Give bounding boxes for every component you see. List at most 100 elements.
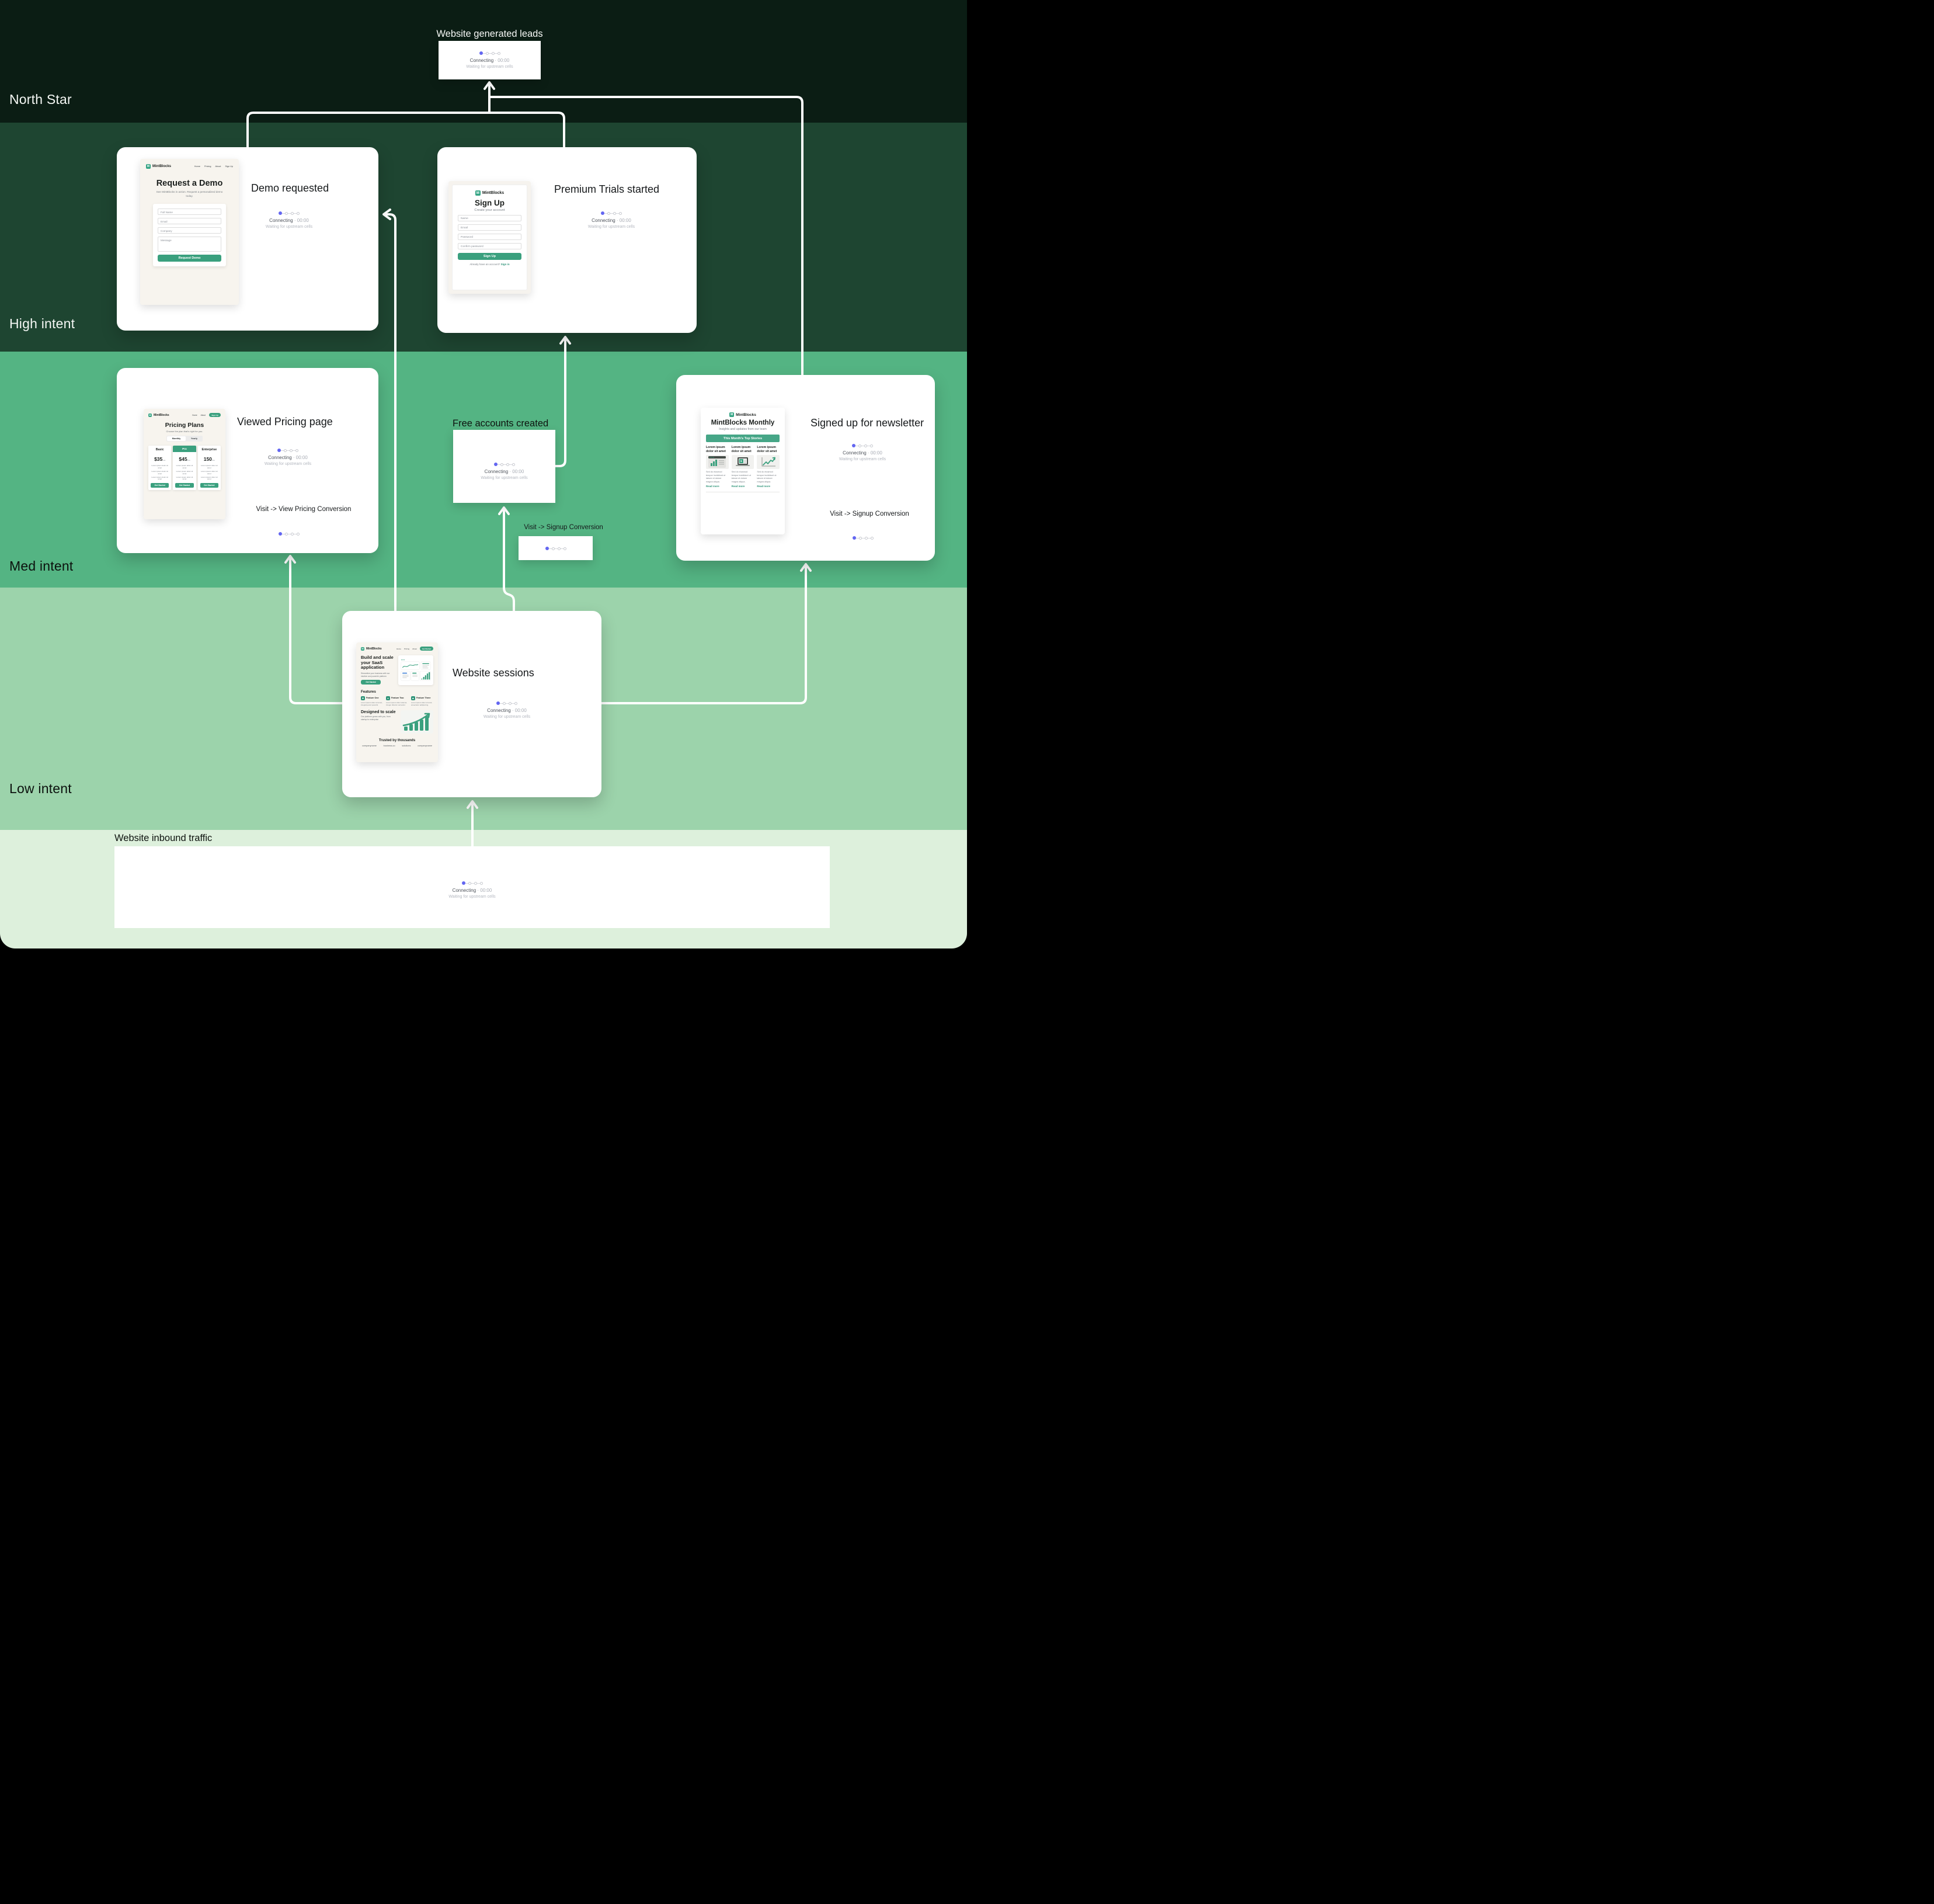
get-started-button[interactable]: Get Started (151, 483, 169, 488)
plan-feature: Lorem ipsum dolor sit amet (200, 475, 218, 481)
progress-dots (519, 536, 593, 550)
read-more-link[interactable]: Read more (706, 485, 719, 488)
nav-link-pricing[interactable]: Pricing (204, 165, 211, 168)
story-item: Lorem ipsum dolor sit amet Sed do eiusmo… (757, 446, 780, 488)
inbound-traffic-label: Website inbound traffic (114, 833, 213, 843)
hero-subheading: Streamline your business with our intuit… (361, 672, 390, 677)
newsletter-signup-card[interactable]: Signed up for newsletter Connecting · 00… (676, 375, 935, 561)
story-title: Lorem ipsum dolor sit amet (706, 446, 726, 453)
nav-link-home[interactable]: Home (396, 647, 401, 650)
nav-link-pricing[interactable]: Pricing (404, 647, 410, 650)
trusted-heading: Trusted by thousands (378, 738, 416, 742)
status-subtext: Waiting for upstream cells (448, 895, 496, 899)
get-started-button[interactable]: Get Started (175, 483, 194, 488)
nav-link-about[interactable]: About (215, 165, 221, 168)
card-title: Premium Trials started (554, 183, 660, 195)
nav-link-about[interactable]: About (412, 647, 417, 650)
billing-toggle[interactable]: Monthly Yearly (166, 436, 203, 442)
mid-conversion-label: Visit -> Signup Conversion (524, 524, 603, 531)
name-field[interactable]: Name (458, 215, 521, 221)
signup-pill-button[interactable]: Sign Up (209, 413, 221, 417)
progress-dots (479, 51, 500, 55)
signup-button[interactable]: Sign Up (458, 253, 521, 260)
nav-link-home[interactable]: Home (194, 165, 200, 168)
connector-demo-premium-to-junction (246, 112, 565, 148)
plan-feature: Lorem ipsum dolor sit amet (176, 475, 193, 481)
card-status: Connecting · 00:00 Waiting for upstream … (225, 211, 353, 229)
free-accounts-card[interactable]: Connecting · 00:00 Waiting for upstream … (453, 430, 555, 503)
connector-sessions-to-demo (383, 213, 396, 612)
toggle-yearly[interactable]: Yearly (190, 437, 198, 440)
feature-icon: ● (386, 696, 390, 700)
progress-dots (547, 211, 676, 215)
feature-icon: ■ (411, 696, 415, 700)
premium-trials-card[interactable]: Premium Trials started Connecting · 00:0… (437, 147, 697, 333)
card-title: Signed up for newsletter (811, 417, 924, 429)
arrowhead-into-free-accounts (498, 506, 510, 515)
brand-name: MintBlocks (154, 413, 169, 417)
brand-name: MintBlocks (366, 647, 382, 651)
trusted-logo: companyname (418, 744, 432, 747)
message-field[interactable]: Message (158, 236, 221, 252)
page-heading: Request a Demo (156, 179, 223, 188)
toggle-monthly[interactable]: Monthly (167, 436, 186, 441)
plan-price: $45/mo (179, 456, 190, 462)
scale-subheading: Our platform grows with you, from startu… (361, 715, 391, 721)
leads-card[interactable]: Connecting · 00:00 Waiting for upstream … (439, 41, 541, 79)
story-item: Lorem ipsum dolor sit amet Sed do eiusmo… (706, 446, 729, 488)
progress-dots (225, 211, 353, 215)
mintblocks-logo-icon: M (729, 412, 735, 417)
dashboard-illustration (398, 655, 433, 685)
card-status: Connecting · 00:00 Waiting for upstream … (798, 444, 927, 461)
feature-item: ✚Feature One Lorem ipsum dolor sit amet,… (361, 696, 383, 706)
read-more-link[interactable]: Read more (757, 485, 771, 488)
arrowhead-into-demo (382, 209, 391, 220)
band-label-med-intent: Med intent (9, 558, 74, 574)
plan-feature: Lorem ipsum dolor sit amet (151, 464, 168, 469)
confirm-password-field[interactable]: Confirm password (458, 243, 521, 249)
card-status: Connecting · 00:00 Waiting for upstream … (443, 701, 571, 719)
funnel-canvas: North Star High intent Med intent Low in… (0, 0, 967, 952)
newsletter-heading: MintBlocks Monthly (711, 419, 775, 426)
trusted-logo: business.co (383, 744, 395, 747)
progress-dots (443, 701, 571, 705)
get-started-button[interactable]: Get Started (200, 483, 218, 488)
connector-sessions-to-free-accounts (503, 507, 515, 612)
band-label-high-intent: High intent (9, 316, 75, 331)
company-field[interactable]: Company (158, 227, 221, 234)
plan-feature: Lorem ipsum dolor sit amet (151, 475, 168, 481)
website-sessions-card[interactable]: Website sessions Connecting · 00:00 Wait… (342, 611, 601, 797)
nav-link-signup[interactable]: Sign Up (225, 165, 233, 168)
email-field[interactable]: Email (458, 224, 521, 231)
brand-name: MintBlocks (482, 191, 505, 195)
story-title: Lorem ipsum dolor sit amet (757, 446, 777, 453)
demo-requested-card[interactable]: Demo requested Connecting · 00:00 Waitin… (117, 147, 378, 331)
connector-sessions-to-pricing (289, 555, 343, 704)
inbound-traffic-card[interactable]: Connecting · 00:00 Waiting for upstream … (114, 846, 830, 928)
demo-form: Full Name Email Company Message Request … (153, 203, 226, 266)
progress-dots (224, 449, 352, 452)
request-demo-button[interactable]: Request Demo (158, 254, 221, 262)
full-name-field[interactable]: Full Name (158, 208, 221, 215)
signup-subheading: Create your account (474, 209, 505, 212)
read-more-link[interactable]: Read more (731, 485, 745, 488)
laptop-video-icon (731, 455, 754, 469)
pricing-subheading: Choose the plan that's right for you. (166, 430, 203, 433)
viewed-pricing-card[interactable]: Viewed Pricing page Connecting · 00:00 W… (117, 368, 378, 553)
connector-newsletter-to-junction (488, 96, 803, 376)
brand-name: MintBlocks (736, 412, 756, 417)
nav-link-about[interactable]: About (200, 414, 206, 416)
trusted-logo: companyname (362, 744, 377, 747)
arrowhead-into-leads (484, 81, 495, 90)
mid-conversion-card[interactable] (519, 536, 593, 560)
email-field[interactable]: Email (158, 217, 221, 224)
connector-free-accounts-to-premium (554, 336, 566, 467)
sign-in-link[interactable]: Sign in (500, 263, 510, 266)
plan-name: Basic (155, 448, 164, 451)
nav-link-home[interactable]: Home (192, 414, 197, 416)
get-started-pill-button[interactable]: Get Started (420, 647, 433, 651)
hero-get-started-button[interactable]: Get Started (361, 680, 381, 685)
trusted-logo: solutions (402, 744, 411, 747)
password-field[interactable]: Password (458, 234, 521, 240)
story-body: Sed do eiusmod tempor incididunt ut labo… (757, 471, 777, 483)
